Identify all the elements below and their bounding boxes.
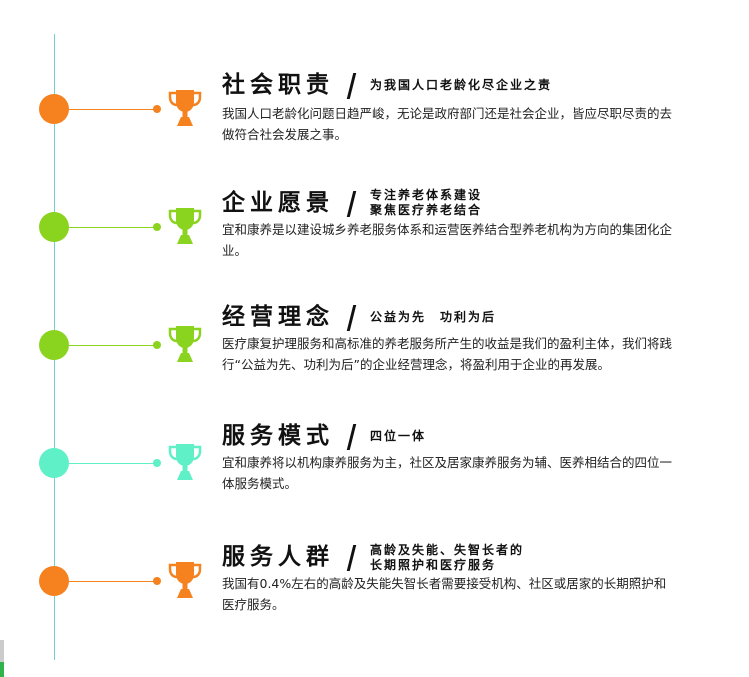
timeline-dot (39, 448, 69, 478)
timeline-connector (69, 345, 155, 346)
connector-end-dot (153, 341, 161, 349)
item-title: 服务模式 (222, 423, 334, 449)
timeline-connector (69, 227, 155, 228)
corner-mark (0, 640, 4, 677)
timeline-connector (69, 463, 155, 464)
connector-end-dot (153, 105, 161, 113)
trophy-icon (168, 326, 202, 362)
timeline-connector (69, 581, 155, 582)
item-description: 宜和康养是以建设城乡养老服务体系和运营医养结合型养老机构为方向的集团化企业。 (222, 222, 673, 258)
item-subtitle: 高龄及失能、失智长者的 长期照护和医疗服务 (370, 543, 525, 572)
title-separator (346, 424, 357, 450)
trophy-icon (168, 90, 202, 126)
trophy-icon (168, 562, 202, 598)
item-title: 经营理念 (222, 304, 334, 330)
timeline-dot (39, 212, 69, 242)
trophy-icon (168, 444, 202, 480)
item-subtitle: 四位一体 (370, 429, 427, 443)
item-title: 企业愿景 (222, 190, 334, 216)
timeline-item-business-philosophy: 经营理念 公益为先 功利为后 医疗康复护理服务和高标准的养老服务所产生的收益是我… (0, 0, 749, 372)
timeline-item-vision: 企业愿景 专注养老体系建设 聚焦医疗养老结合 宜和康养是以建设城乡养老服务体系和… (0, 0, 749, 258)
timeline-item-service-model: 服务模式 四位一体 宜和康养将以机构康养服务为主，社区及居家康养服务为辅、医养相… (0, 0, 749, 491)
item-subtitle: 专注养老体系建设 聚焦医疗养老结合 (370, 188, 483, 217)
connector-end-dot (153, 223, 161, 231)
timeline-dot (39, 330, 69, 360)
connector-end-dot (153, 459, 161, 467)
item-description: 医疗康复护理服务和高标准的养老服务所产生的收益是我们的盈利主体，我们将践行“公益… (222, 336, 673, 372)
title-separator (346, 191, 357, 217)
item-title: 服务人群 (222, 544, 334, 570)
item-description: 我国有0.4%左右的高龄及失能失智长者需要接受机构、社区或居家的长期照护和医疗服… (222, 576, 667, 612)
item-title: 社会职责 (222, 72, 334, 98)
timeline-item-social-responsibility: 社会职责 为我国人口老龄化尽企业之责 我国人口老龄化问题日趋严峻，无论是政府部门… (0, 0, 749, 142)
timeline-connector (69, 109, 155, 110)
timeline-dot (39, 566, 69, 596)
timeline-item-target-population: 服务人群 高龄及失能、失智长者的 长期照护和医疗服务 我国有0.4%左右的高龄及… (0, 0, 749, 612)
trophy-icon (168, 208, 202, 244)
title-separator (346, 545, 357, 571)
item-description: 我国人口老龄化问题日趋严峻，无论是政府部门还是社会企业，皆应尽职尽责的去做符合社… (222, 106, 673, 142)
item-description: 宜和康养将以机构康养服务为主，社区及居家康养服务为辅、医养相结合的四位一体服务模… (222, 455, 673, 491)
timeline-dot (39, 94, 69, 124)
item-subtitle: 为我国人口老龄化尽企业之责 (370, 78, 553, 92)
title-separator (346, 305, 357, 331)
item-subtitle: 公益为先 功利为后 (370, 310, 497, 324)
connector-end-dot (153, 577, 161, 585)
